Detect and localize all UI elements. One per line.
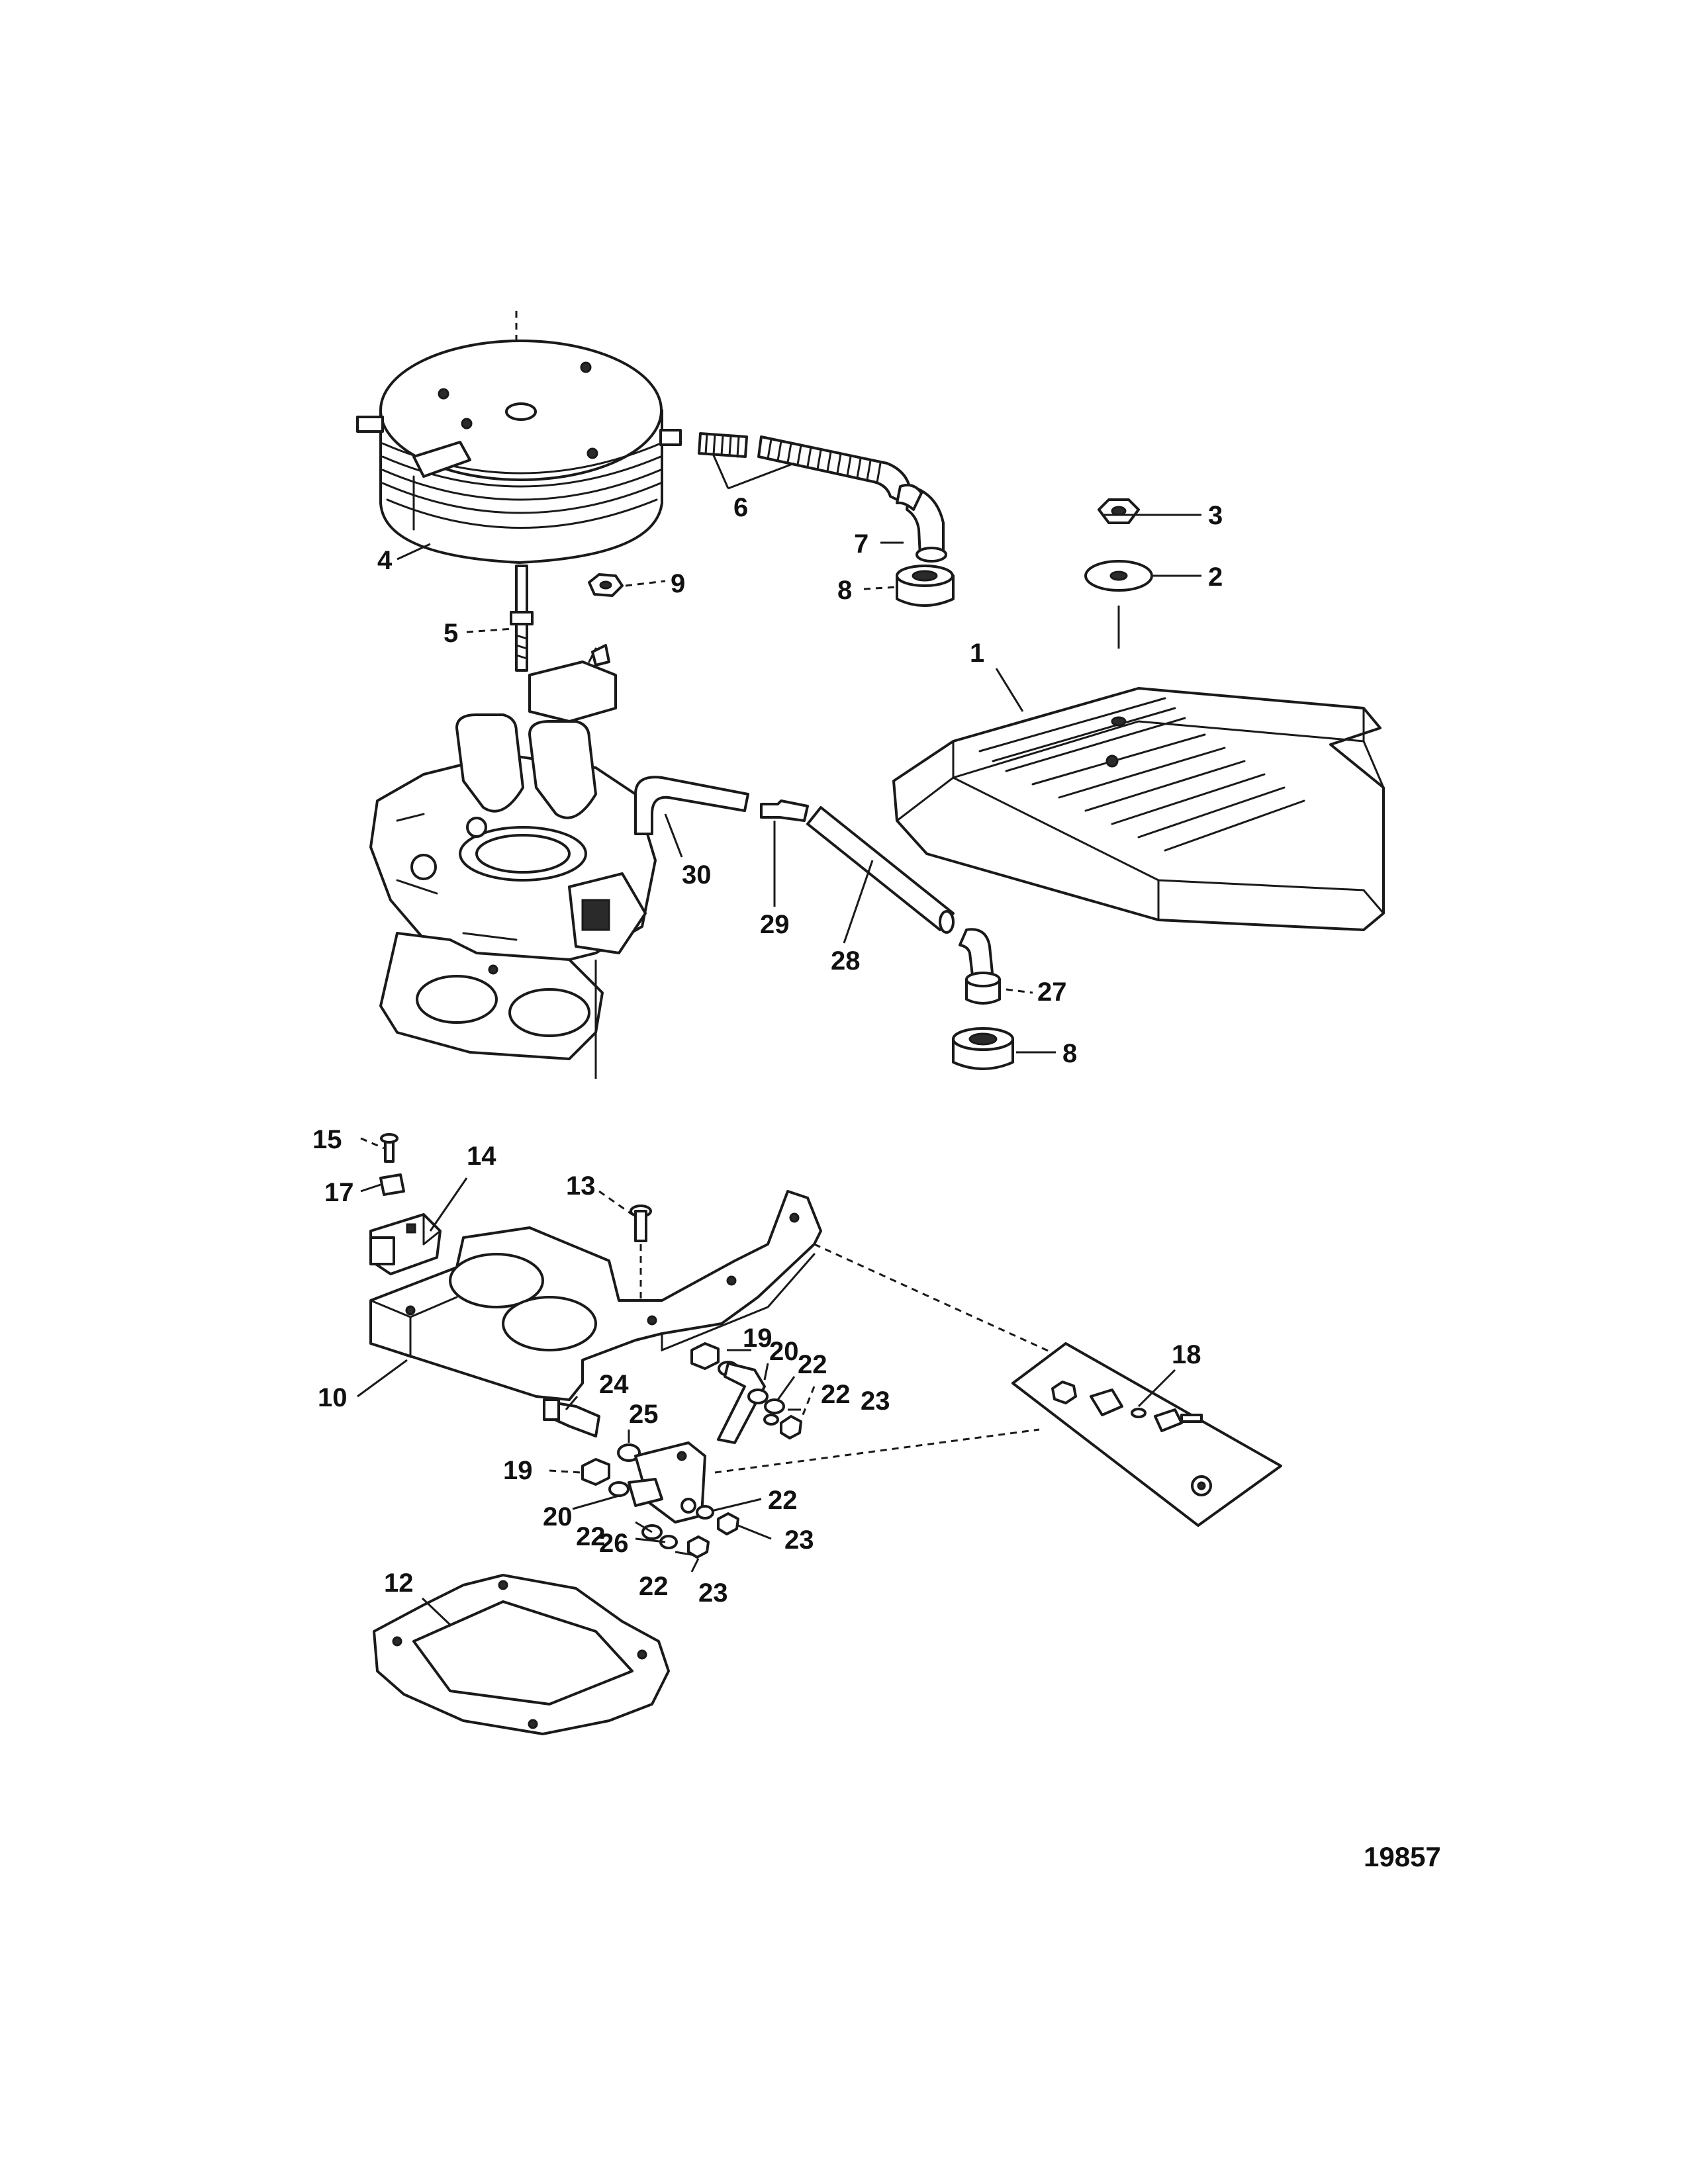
- callout-9: 9: [671, 569, 685, 598]
- callout-18: 18: [1172, 1340, 1201, 1369]
- elbow-27: [959, 928, 1001, 1005]
- vent-hoses: [698, 432, 912, 506]
- callout-24: 24: [599, 1370, 629, 1399]
- callout-20-upper: 20: [769, 1337, 799, 1366]
- callout-labels: 1 2 3 4 5 6 7 8 8 9 10 12 13 14 15 17 18…: [312, 493, 1223, 1608]
- callout-3: 3: [1208, 501, 1223, 530]
- callout-22-a: 22: [798, 1350, 827, 1379]
- callout-20-lower: 20: [543, 1502, 573, 1531]
- callout-22-d: 22: [576, 1522, 606, 1551]
- callout-8-lower: 8: [1062, 1039, 1077, 1068]
- vent-tube-30: [634, 776, 749, 835]
- elbow-fitting-7: [896, 484, 947, 563]
- adapter-plate-10: [369, 1190, 822, 1401]
- flame-arrestor: [356, 311, 682, 564]
- callout-23-a: 23: [861, 1387, 890, 1416]
- connector-29: [760, 799, 809, 822]
- engine-cover: [892, 606, 1385, 931]
- callout-leaders: [357, 455, 1201, 1626]
- callout-22-b: 22: [821, 1380, 851, 1409]
- grommet-8-upper: [896, 565, 955, 607]
- callout-28: 28: [831, 946, 861, 976]
- callout-27: 27: [1037, 978, 1067, 1007]
- callout-1: 1: [970, 639, 984, 668]
- callout-13: 13: [566, 1171, 596, 1201]
- callout-22-c: 22: [768, 1486, 798, 1515]
- washer-2: [1084, 560, 1153, 592]
- base-gasket-12: [373, 1574, 670, 1735]
- callout-6: 6: [733, 493, 748, 522]
- nut-3: [1098, 498, 1140, 524]
- figure-number: 19857: [1364, 1841, 1441, 1872]
- callout-17: 17: [324, 1178, 354, 1207]
- tube-28: [806, 806, 955, 934]
- callout-23-c: 23: [698, 1578, 728, 1608]
- callout-14: 14: [467, 1142, 496, 1171]
- clip-17: [379, 1173, 405, 1196]
- throttle-body: [369, 644, 657, 974]
- callout-2: 2: [1208, 563, 1223, 592]
- callout-4: 4: [377, 546, 393, 575]
- callout-25: 25: [629, 1400, 659, 1429]
- bolt-13: [630, 1205, 652, 1300]
- nut-9: [588, 573, 624, 597]
- sensor-14: [369, 1213, 442, 1275]
- linkage-hardware: [543, 1342, 802, 1559]
- callout-19-upper: 19: [743, 1324, 773, 1353]
- callout-19-lower: 19: [503, 1456, 533, 1485]
- grommet-8-lower: [952, 1027, 1014, 1070]
- callout-5: 5: [444, 619, 458, 648]
- callout-30: 30: [682, 860, 712, 889]
- stud-5: [510, 565, 534, 672]
- bracket-kit-18: [1011, 1342, 1282, 1527]
- callout-7: 7: [854, 529, 868, 559]
- throttle-body-gasket: [379, 932, 604, 1079]
- callout-15: 15: [312, 1125, 342, 1154]
- callout-10: 10: [318, 1383, 348, 1412]
- callout-26: 26: [599, 1529, 629, 1558]
- callout-23-b: 23: [784, 1525, 814, 1555]
- screw-15: [380, 1133, 399, 1163]
- callout-8-upper: 8: [837, 576, 852, 605]
- callout-22-e: 22: [639, 1572, 669, 1601]
- leaders-to-bracket: [714, 1243, 1076, 1474]
- callout-29: 29: [760, 910, 790, 939]
- callout-12: 12: [384, 1569, 414, 1598]
